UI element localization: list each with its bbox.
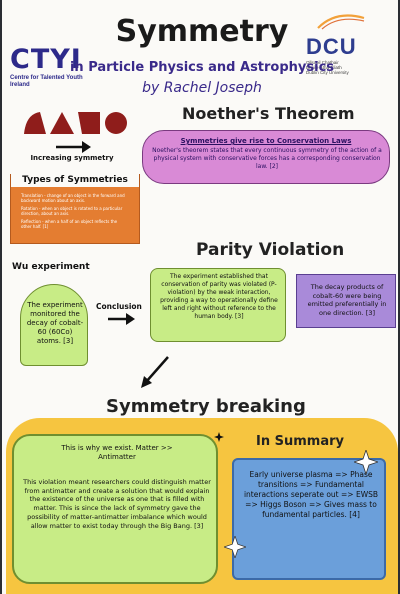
ctyi-logo-name: Centre for Talented Youth Ireland <box>10 75 83 88</box>
noether-box: Symmetries give rise to Conservation Law… <box>142 130 390 184</box>
parity-heading: Parity Violation <box>196 240 345 260</box>
bottom-panel: This is why we exist. Matter >> Antimatt… <box>6 418 398 594</box>
symmetry-breaking-intro: This is why we exist. Matter >> Antimatt… <box>61 444 173 461</box>
symmetry-breaking-heading: Symmetry breaking <box>106 396 306 417</box>
noether-heading: Noether's Theorem <box>182 104 355 123</box>
dcu-irish-line-1: Ollscoil Chathair <box>306 60 339 65</box>
conclusion-box: The experiment established that conserva… <box>150 268 286 342</box>
conclusion-arrow-icon <box>108 313 135 325</box>
dcu-irish-line-2: Bhaile Átha Cliath <box>306 65 342 70</box>
summary-box: Early universe plasma => Phase transitio… <box>232 458 386 580</box>
increasing-symmetry-label: Increasing symmetry <box>30 154 114 162</box>
poster-title: Symmetry <box>115 14 289 49</box>
decay-products-text: The decay products of cobalt-60 were bei… <box>307 283 387 317</box>
translation-item: Translation - change of an object in the… <box>21 193 125 203</box>
reflection-item: Reflection - when a half of an object re… <box>21 219 118 229</box>
poster-author: by Rachel Joseph <box>142 80 262 96</box>
diagonal-arrow-icon <box>141 356 169 388</box>
symmetry-shapes-icon <box>24 112 127 134</box>
summary-text: Early universe plasma => Phase transitio… <box>243 470 379 519</box>
sparkle-icon <box>224 536 246 558</box>
noether-box-text: Noether's theorem states that every cont… <box>152 147 382 170</box>
symmetry-breaking-text: This violation meant researchers could d… <box>23 478 211 530</box>
rotation-item: Rotation - when an object is rotated to … <box>21 206 123 216</box>
wu-experiment-box: The experiment monitored the decay of co… <box>20 284 88 366</box>
types-of-symmetries-box: Types of Symmetries Translation - change… <box>10 173 140 244</box>
dcu-logo: DCU Ollscoil Chathair Bhaile Átha Cliath… <box>306 12 386 75</box>
poster-subtitle: in Particle Physics and Astrophysics <box>69 60 335 75</box>
decay-products-box: The decay products of cobalt-60 were bei… <box>296 274 396 328</box>
types-of-symmetries-title: Types of Symmetries <box>11 173 139 187</box>
ctyi-logo: CTYI Centre for Talented Youth Ireland <box>10 44 84 89</box>
sparkle-icon <box>354 450 378 474</box>
summary-heading: In Summary <box>256 434 344 449</box>
conclusion-text: The experiment established that conserva… <box>160 273 278 320</box>
star-icon <box>214 432 224 442</box>
dcu-english-line: Dublin City University <box>306 70 349 75</box>
wu-experiment-label: Wu experiment <box>12 262 90 272</box>
increasing-arrow-icon <box>56 141 91 153</box>
noether-box-title: Symmetries give rise to Conservation Law… <box>180 137 352 145</box>
dcu-swoosh-icon <box>317 14 365 30</box>
conclusion-label: Conclusion <box>96 302 142 311</box>
dcu-logo-mark: DCU <box>306 34 357 59</box>
symmetry-breaking-box: This is why we exist. Matter >> Antimatt… <box>12 434 218 584</box>
ctyi-logo-mark: CTYI <box>10 44 82 75</box>
wu-experiment-text: The experiment monitored the decay of co… <box>26 301 84 345</box>
